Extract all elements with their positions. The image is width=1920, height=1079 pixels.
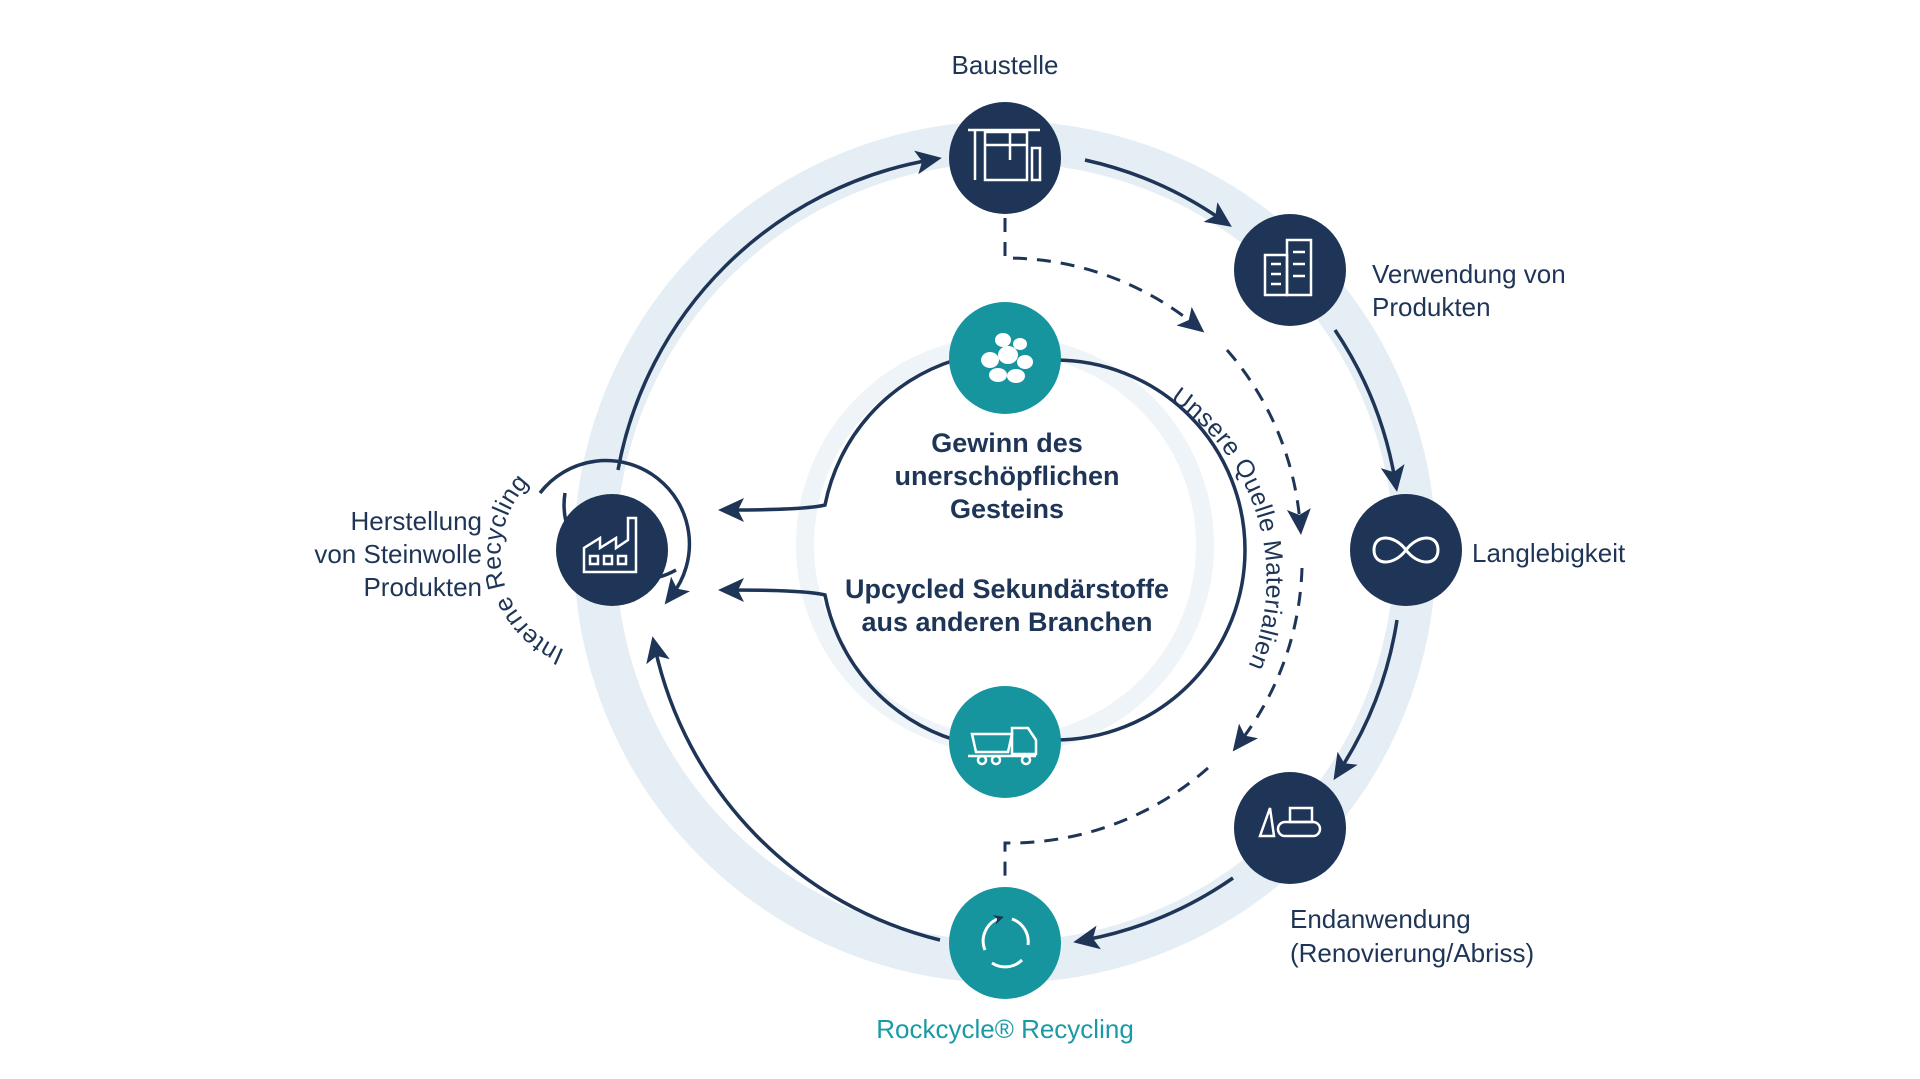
node-herstellung: Herstellung von Steinwolle Produkten [314, 494, 668, 606]
arc-bottom [718, 578, 956, 742]
stones-icon [981, 333, 1033, 383]
endanwendung-label-1: Endanwendung [1290, 904, 1471, 934]
node-baustelle: Baustelle [949, 50, 1061, 214]
verwendung-label-2: Produkten [1372, 292, 1491, 322]
center-text-1-line3: Gesteins [950, 494, 1064, 524]
arc-right [1054, 358, 1247, 742]
herstellung-label-3: Produkten [363, 572, 482, 602]
inner-flow-arrows [718, 358, 1247, 742]
endanwendung-label-2: (Renovierung/Abriss) [1290, 938, 1534, 968]
dashed-top-descend [1225, 349, 1311, 535]
factory-icon [582, 516, 638, 574]
node-rockcycle: Rockcycle® Recycling [876, 887, 1134, 1044]
construction-crane-icon [968, 128, 1042, 182]
arc-top [718, 358, 956, 522]
dashed-baustelle-to-center [1003, 218, 1205, 333]
bulldozer-icon [1258, 806, 1322, 838]
recycling-arrows-icon [981, 915, 1030, 969]
arrow-langlebigkeit-to-endanwendung [1333, 619, 1399, 781]
buildings-icon [1263, 238, 1313, 297]
center-text-1-line1: Gewinn des [931, 428, 1083, 458]
arrow-baustelle-to-verwendung [1084, 158, 1232, 227]
infinity-icon [1372, 536, 1440, 564]
verwendung-label-1: Verwendung von [1372, 259, 1566, 289]
node-endanwendung: Endanwendung (Renovierung/Abriss) [1234, 772, 1534, 968]
dump-truck-icon [968, 726, 1038, 766]
arrow-rockcycle-to-herstellung [646, 636, 941, 942]
herstellung-label-1: Herstellung [350, 506, 482, 536]
node-langlebigkeit: Langlebigkeit [1350, 494, 1626, 606]
node-stones [949, 302, 1061, 414]
center-text-2-line1: Upcycled Sekundärstoffe [845, 574, 1169, 604]
arrow-endanwendung-to-rockcycle [1073, 876, 1234, 950]
langlebigkeit-label: Langlebigkeit [1472, 538, 1626, 568]
dashed-return-arrows [1003, 218, 1311, 885]
center-text-2-line2: aus anderen Branchen [861, 607, 1152, 637]
outer-cycle-arrows [616, 150, 1405, 950]
rockcycle-label: Rockcycle® Recycling [876, 1014, 1134, 1044]
node-truck [949, 686, 1061, 798]
herstellung-label-2: von Steinwolle [314, 539, 482, 569]
arrow-verwendung-to-langlebigkeit [1333, 329, 1405, 492]
node-verwendung: Verwendung von Produkten [1234, 214, 1566, 326]
baustelle-label: Baustelle [952, 50, 1059, 80]
arrow-herstellung-to-baustelle [616, 150, 942, 471]
dashed-to-rockcycle [1003, 766, 1209, 885]
center-text-1-line2: unerschöpflichen [894, 461, 1119, 491]
interne-recycling-label: Interne Recycling [478, 468, 567, 670]
